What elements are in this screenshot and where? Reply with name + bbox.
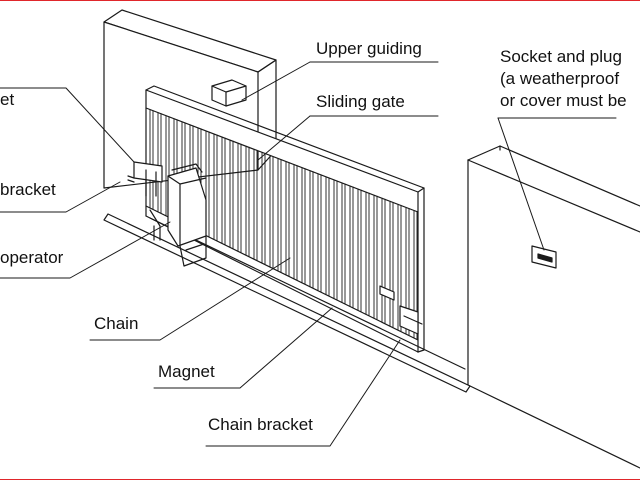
- leader-lines: [0, 61, 617, 447]
- top-border: [0, 0, 640, 1]
- label-bracket-top: et: [0, 90, 15, 109]
- label-socket-line2: (a weatherproof: [500, 69, 620, 88]
- label-sliding-gate: Sliding gate: [316, 92, 405, 111]
- right-pillar: [467, 145, 640, 469]
- label-bracket: bracket: [0, 180, 56, 199]
- label-chain: Chain: [94, 314, 139, 333]
- label-operator: operator: [0, 248, 64, 267]
- upper-guiding-box: [211, 79, 247, 107]
- ground-rail: [103, 213, 471, 393]
- label-socket-line1: Socket and plug: [500, 47, 622, 66]
- chain-bracket-right: [379, 285, 423, 335]
- wall-bracket: [127, 161, 163, 197]
- label-socket-line3: or cover must be: [500, 91, 627, 110]
- gate-operator: [149, 163, 207, 267]
- socket-box: [531, 245, 557, 269]
- label-chain-bracket: Chain bracket: [208, 415, 313, 434]
- label-magnet: Magnet: [158, 362, 215, 381]
- label-upper-guiding: Upper guiding: [316, 39, 422, 58]
- sliding-gate: [145, 85, 425, 353]
